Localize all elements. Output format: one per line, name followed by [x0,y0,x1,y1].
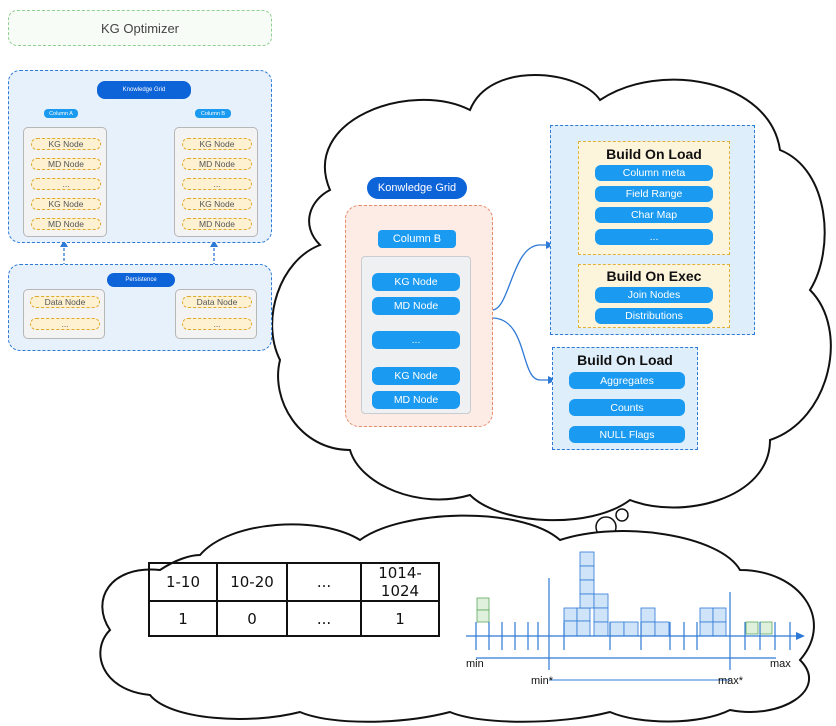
kg-node: KG Node [31,138,101,150]
build-panel-top: Build On Load Column meta Field Range Ch… [550,125,755,335]
small-knowledge-grid-header: Knowledge Grid [97,81,191,99]
kg-node: KG Node [31,198,101,210]
counts-item: Counts [569,399,685,416]
kg-node: KG Node [182,138,252,150]
histogram-table: 1-10 10-20 ... 1014-1024 1 0 ... 1 [148,562,440,637]
big-knowledge-grid-panel: Column B KG Node MD Node ... KG Node MD … [345,205,493,427]
build-on-load-bottom-panel: Build On Load Aggregates Counts NULL Fla… [552,347,698,450]
table-cell: ... [286,600,362,637]
build-on-load-top-panel: Build On Load Column meta Field Range Ch… [578,141,730,255]
build-on-load-bottom-title: Build On Load [577,352,673,368]
axis-arrow-right [796,632,805,640]
axis-label-min: min [466,658,484,670]
table-cell: 1014-1024 [360,562,440,602]
big-column-b-label: Column B [378,230,456,248]
ellipsis-node: ... [31,178,101,190]
table-cell: 1-10 [148,562,218,602]
column-meta-item: Column meta [595,165,713,181]
aggregates-item: Aggregates [569,372,685,389]
big-column-b-box: KG Node MD Node ... KG Node MD Node [361,256,471,414]
null-flags-item: NULL Flags [569,426,685,443]
column-b-label: Column B [195,109,231,118]
connector-to-build-on-load-bottom [491,317,550,381]
persistence-panel: Persistence Data Node ... Data Node ... [8,264,272,351]
field-range-item: Field Range [595,186,713,202]
axis-label-min-star: min* [531,675,554,687]
data-node: Data Node [30,296,100,308]
histogram-bars [563,551,727,637]
kg-node: KG Node [182,198,252,210]
axis-label-max: max [770,658,791,670]
md-node: MD Node [372,391,460,409]
kg-optimizer-title: KG Optimizer [8,10,272,46]
build-on-exec-title: Build On Exec [606,268,702,284]
table-row: 1-10 10-20 ... 1014-1024 [148,562,440,602]
distributions-item: Distributions [595,308,713,324]
md-node: MD Node [182,158,252,170]
build-on-exec-panel: Build On Exec Join Nodes Distributions [578,264,730,328]
md-node: MD Node [372,297,460,315]
ellipsis-item: ... [595,229,713,245]
table-row: 1 0 ... 1 [148,600,440,637]
md-node: MD Node [31,218,101,230]
persistence-right-box: Data Node ... [175,289,257,339]
ellipsis-node: ... [30,318,100,330]
table-cell: ... [286,562,362,602]
column-a-box: KG Node MD Node ... KG Node MD Node [23,127,107,237]
persistence-left-box: Data Node ... [23,289,105,339]
md-node: MD Node [182,218,252,230]
histogram-axis [466,635,800,681]
ellipsis-node: ... [182,318,252,330]
md-node: MD Node [31,158,101,170]
persistence-header: Persistence [107,273,175,287]
connector-to-build-on-load-top [491,244,548,311]
small-knowledge-grid-panel: Knowledge Grid Column A Column B KG Node… [8,70,272,243]
big-knowledge-grid-header: Konwledge Grid [367,177,467,199]
histogram-ticks [475,578,791,670]
join-nodes-item: Join Nodes [595,287,713,303]
char-map-item: Char Map [595,207,713,223]
kg-node: KG Node [372,273,460,291]
build-on-load-top-title: Build On Load [606,146,702,162]
kg-node: KG Node [372,367,460,385]
column-b-box: KG Node MD Node ... KG Node MD Node [174,127,258,237]
table-cell: 1 [148,600,218,637]
thought-bubble-small [615,508,629,522]
column-a-label: Column A [44,109,78,118]
axis-label-max-star: max* [718,675,744,687]
table-cell: 0 [216,600,288,637]
ellipsis-node: ... [182,178,252,190]
table-cell: 1 [360,600,440,637]
table-cell: 10-20 [216,562,288,602]
histogram-green-bars [476,597,773,635]
ellipsis-node: ... [372,331,460,349]
data-node: Data Node [182,296,252,308]
